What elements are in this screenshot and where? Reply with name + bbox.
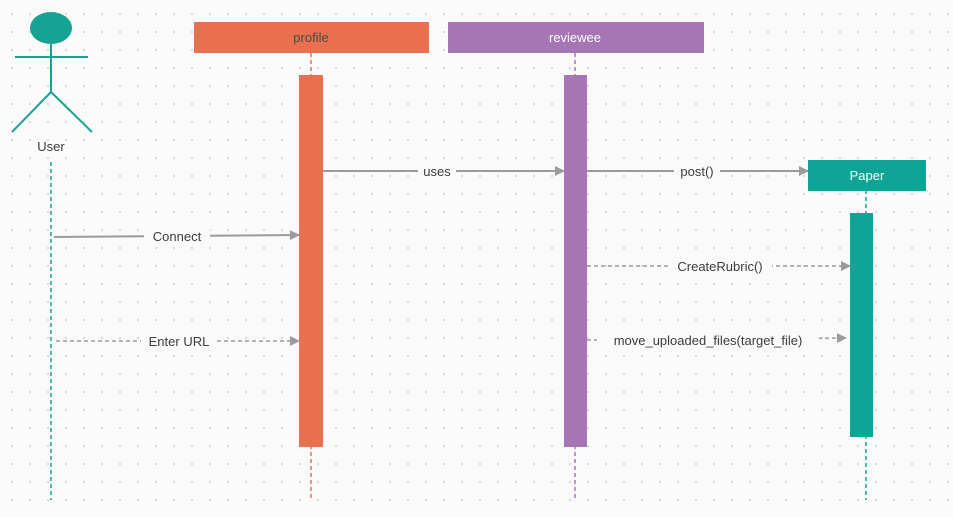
paper-header-label: Paper [850,168,885,183]
actor-label: User [37,139,65,154]
message-label: move_uploaded_files(target_file) [614,333,803,348]
message-label: CreateRubric() [677,259,762,274]
paper-header[interactable] [808,160,926,191]
profile-header[interactable] [194,22,429,53]
profile-lifeline-group[interactable]: profile [194,22,429,500]
paper-activation-bar[interactable] [850,213,873,437]
message-uses[interactable]: uses [323,162,565,180]
message-create-rubric[interactable]: CreateRubric() [587,257,851,275]
message-enter-url[interactable]: Enter URL [56,332,300,350]
reviewee-header[interactable] [448,22,704,53]
message-label: post() [680,164,713,179]
message-label: Enter URL [149,334,210,349]
user-actor[interactable]: User [11,12,93,500]
reviewee-lifeline-group[interactable]: reviewee [448,22,704,500]
paper-lifeline-group[interactable]: Paper [808,160,926,500]
profile-activation-bar[interactable] [299,75,323,447]
message-connect[interactable]: Connect [53,227,300,245]
message-post[interactable]: post() [587,162,809,180]
stick-figure-icon [11,12,93,133]
message-label: Connect [153,229,202,244]
reviewee-activation-bar[interactable] [564,75,587,447]
profile-header-label: profile [293,30,328,45]
reviewee-header-label: reviewee [549,30,601,45]
message-move-uploaded-files[interactable]: move_uploaded_files(target_file) [586,331,847,349]
message-label: uses [423,164,451,179]
